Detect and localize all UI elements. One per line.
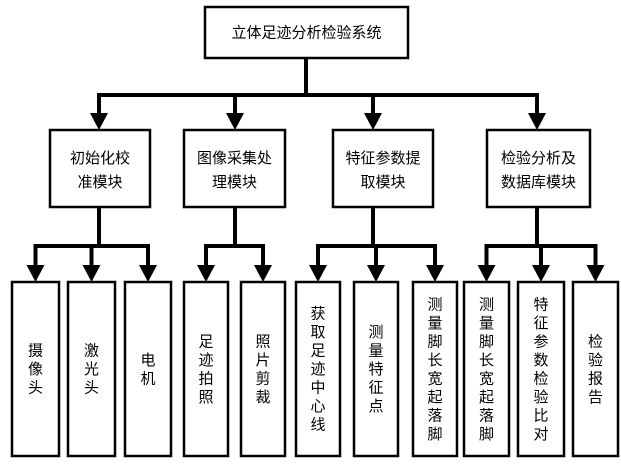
child-label-3-1: 获取足迹中心线 <box>310 305 325 434</box>
child-node-3-3: 测量脚长宽起落脚 <box>411 280 459 458</box>
module-label-1-line-1: 初始化校 <box>70 149 130 167</box>
child-arrow-2-1 <box>197 265 215 282</box>
child-label-4-1: 测量脚长宽起落脚 <box>479 295 494 443</box>
child-label-3-3: 测量脚长宽起落脚 <box>427 295 442 443</box>
module-label-1-line-2: 准模块 <box>77 173 122 191</box>
arrowheads <box>26 113 605 282</box>
child-box-1-3 <box>123 280 173 458</box>
child-node-1-1: 摄像头 <box>10 280 61 458</box>
module-label-4-line-1: 检验分析及 <box>501 149 576 167</box>
child-box-2-1 <box>182 280 230 458</box>
child-node-3-1: 获取足迹中心线 <box>294 280 342 458</box>
module-box-1 <box>48 128 152 209</box>
child-arrow-3-3 <box>426 265 444 282</box>
child-arrow-3-2 <box>367 265 385 282</box>
module-label-2-line-2: 理模块 <box>212 173 257 191</box>
child-arrow-1-1 <box>26 265 45 282</box>
module-box-2 <box>182 128 287 209</box>
module-box-4 <box>485 128 592 209</box>
child-label-3-2: 测量特征点 <box>368 323 383 415</box>
child-node-2-1: 足迹拍照 <box>182 280 230 458</box>
child-box-2-2 <box>239 280 287 458</box>
child-arrow-1-2 <box>82 265 101 282</box>
child-label-4-2: 特征参数检验比对 <box>533 295 548 443</box>
module-box-3 <box>331 128 435 209</box>
child-label-1-1: 摄像头 <box>28 342 43 397</box>
child-node-4-3: 检验报告 <box>571 280 620 458</box>
module-label-3-line-1: 特征参数提 <box>345 149 420 167</box>
child-label-1-2: 激光头 <box>84 342 99 397</box>
child-box-1-1 <box>10 280 61 458</box>
root-node: 立体足迹分析检验系统 <box>203 5 410 60</box>
child-arrow-2-2 <box>254 265 272 282</box>
child-box-3-2 <box>352 280 400 458</box>
module-arrow-1 <box>90 113 108 130</box>
child-node-1-3: 电机 <box>123 280 173 458</box>
module-arrow-3 <box>364 113 382 130</box>
module-label-2-line-1: 图像采集处 <box>197 149 272 167</box>
child-label-2-1: 足迹拍照 <box>198 332 213 406</box>
child-box-4-2 <box>516 280 566 458</box>
child-arrow-4-1 <box>477 265 496 282</box>
module-arrow-2 <box>226 113 244 130</box>
child-node-3-2: 测量特征点 <box>352 280 400 458</box>
child-node-2-2: 照片剪裁 <box>239 280 287 458</box>
module-label-3-line-2: 取模块 <box>360 173 405 191</box>
child-arrow-3-1 <box>309 265 327 282</box>
child-label-4-3: 检验报告 <box>588 332 603 406</box>
child-label-1-3: 电机 <box>140 351 155 388</box>
module-arrow-4 <box>528 113 546 130</box>
module-label-4-line-2: 数据库模块 <box>501 173 576 191</box>
connector-lines <box>33 56 598 267</box>
root-box <box>203 5 410 60</box>
child-arrow-1-3 <box>139 265 157 282</box>
root-title: 立体足迹分析检验系统 <box>231 24 381 42</box>
child-arrow-4-3 <box>586 265 605 282</box>
child-node-4-1: 测量脚长宽起落脚 <box>462 280 511 458</box>
child-box-1-2 <box>66 280 117 458</box>
child-box-3-1 <box>294 280 342 458</box>
child-arrow-4-2 <box>532 265 550 282</box>
child-node-4-2: 特征参数检验比对 <box>516 280 566 458</box>
child-box-4-1 <box>462 280 511 458</box>
child-node-1-2: 激光头 <box>66 280 117 458</box>
child-box-3-3 <box>411 280 459 458</box>
child-box-4-3 <box>571 280 620 458</box>
child-label-2-2: 照片剪裁 <box>255 332 270 406</box>
